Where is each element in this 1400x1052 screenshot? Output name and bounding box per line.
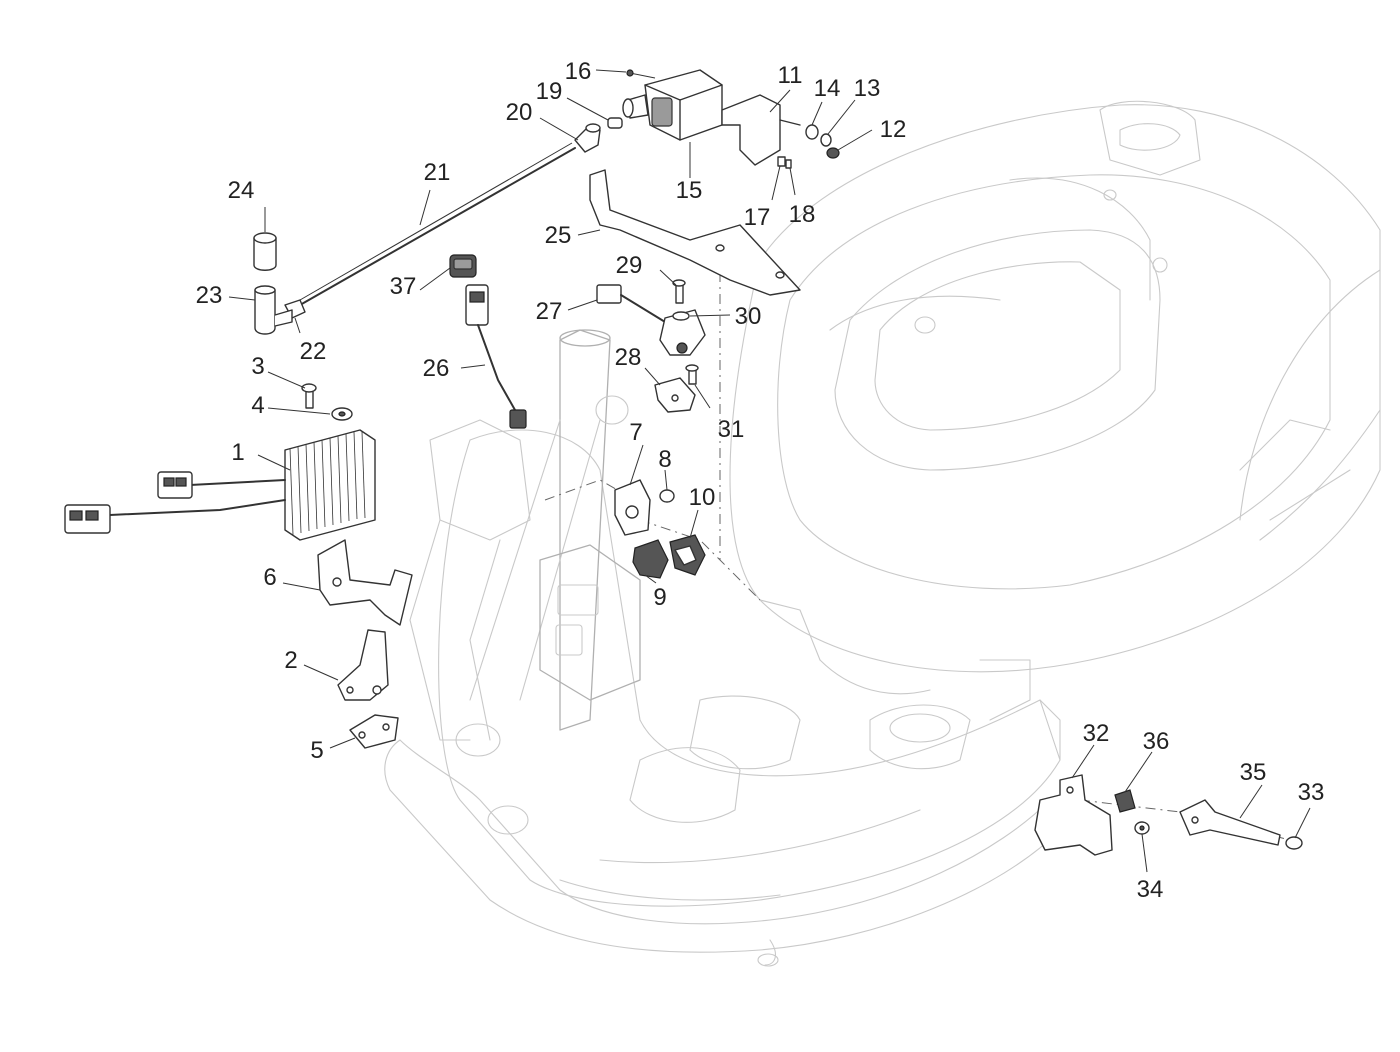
callout-1: 1 bbox=[231, 439, 244, 466]
callout-25: 25 bbox=[545, 222, 572, 249]
spacer-spring-17-18 bbox=[777, 156, 792, 169]
sensor-lead-26 bbox=[465, 284, 527, 429]
callout-9: 9 bbox=[653, 584, 666, 611]
nut-8 bbox=[659, 489, 675, 503]
callout-24: 24 bbox=[228, 177, 255, 204]
scooter-frame bbox=[384, 100, 1381, 967]
callout-14: 14 bbox=[814, 75, 841, 102]
callout-13: 13 bbox=[854, 75, 881, 102]
callout-36: 36 bbox=[1143, 728, 1170, 755]
callout-10: 10 bbox=[689, 484, 716, 511]
relay-connector-10 bbox=[669, 534, 706, 576]
screw-16 bbox=[626, 69, 656, 79]
callout-33: 33 bbox=[1298, 779, 1325, 806]
callout-19: 19 bbox=[536, 78, 563, 105]
hardware-12-14 bbox=[805, 124, 840, 159]
side-bracket-32 bbox=[1034, 774, 1113, 856]
solenoid-actuator bbox=[622, 69, 723, 141]
support-bracket-25 bbox=[589, 169, 801, 296]
regulator-bracket-2 bbox=[337, 629, 389, 701]
mounting-plate-5 bbox=[349, 714, 399, 749]
cable-end-20 bbox=[574, 123, 601, 153]
cap-24 bbox=[253, 232, 277, 271]
callout-5: 5 bbox=[310, 737, 323, 764]
callout-18: 18 bbox=[789, 201, 816, 228]
callout-3: 3 bbox=[251, 353, 264, 380]
callout-16: 16 bbox=[565, 58, 592, 85]
pin-19 bbox=[607, 117, 623, 129]
clip-36 bbox=[1114, 789, 1136, 813]
callout-37: 37 bbox=[390, 273, 417, 300]
callout-17: 17 bbox=[744, 204, 771, 231]
rubber-cap-37 bbox=[449, 254, 477, 278]
callout-labels: 1 2 3 4 5 6 7 8 9 10 11 12 13 14 15 16 1… bbox=[196, 58, 1325, 903]
callout-7: 7 bbox=[629, 419, 642, 446]
regulator-bracket-6 bbox=[317, 539, 413, 626]
switch-lead-27 bbox=[596, 284, 706, 356]
washer-34 bbox=[1134, 821, 1150, 835]
callout-20: 20 bbox=[506, 99, 533, 126]
callout-26: 26 bbox=[423, 355, 450, 382]
relay-bracket-7 bbox=[614, 479, 651, 536]
callout-21: 21 bbox=[424, 159, 451, 186]
screw-washer-29-30 bbox=[672, 279, 690, 321]
stand-arm-35 bbox=[1179, 799, 1281, 846]
washer-4 bbox=[331, 407, 353, 421]
callout-34: 34 bbox=[1137, 876, 1164, 903]
callout-15: 15 bbox=[676, 177, 703, 204]
callout-8: 8 bbox=[658, 446, 671, 473]
sleeve-23 bbox=[254, 285, 293, 335]
relay-9 bbox=[632, 539, 669, 579]
switch-plate-28 bbox=[654, 377, 696, 413]
callout-32: 32 bbox=[1083, 720, 1110, 747]
callout-22: 22 bbox=[300, 338, 327, 365]
callout-6: 6 bbox=[263, 564, 276, 591]
callout-30: 30 bbox=[735, 303, 762, 330]
cover-bracket-11 bbox=[721, 94, 801, 166]
callout-11: 11 bbox=[778, 62, 803, 89]
callout-28: 28 bbox=[615, 344, 642, 371]
callout-29: 29 bbox=[616, 252, 643, 279]
callout-35: 35 bbox=[1240, 759, 1267, 786]
callout-12: 12 bbox=[880, 116, 907, 143]
nut-33 bbox=[1285, 836, 1303, 850]
callout-23: 23 bbox=[196, 282, 223, 309]
callout-27: 27 bbox=[536, 298, 563, 325]
voltage-regulator-1 bbox=[64, 429, 376, 541]
callout-4: 4 bbox=[251, 392, 264, 419]
screw-3 bbox=[301, 383, 317, 409]
callout-31: 31 bbox=[718, 416, 745, 443]
leader-lines bbox=[228, 69, 1311, 873]
cable-21 bbox=[299, 142, 576, 306]
callout-2: 2 bbox=[284, 647, 297, 674]
screw-31 bbox=[685, 364, 699, 385]
